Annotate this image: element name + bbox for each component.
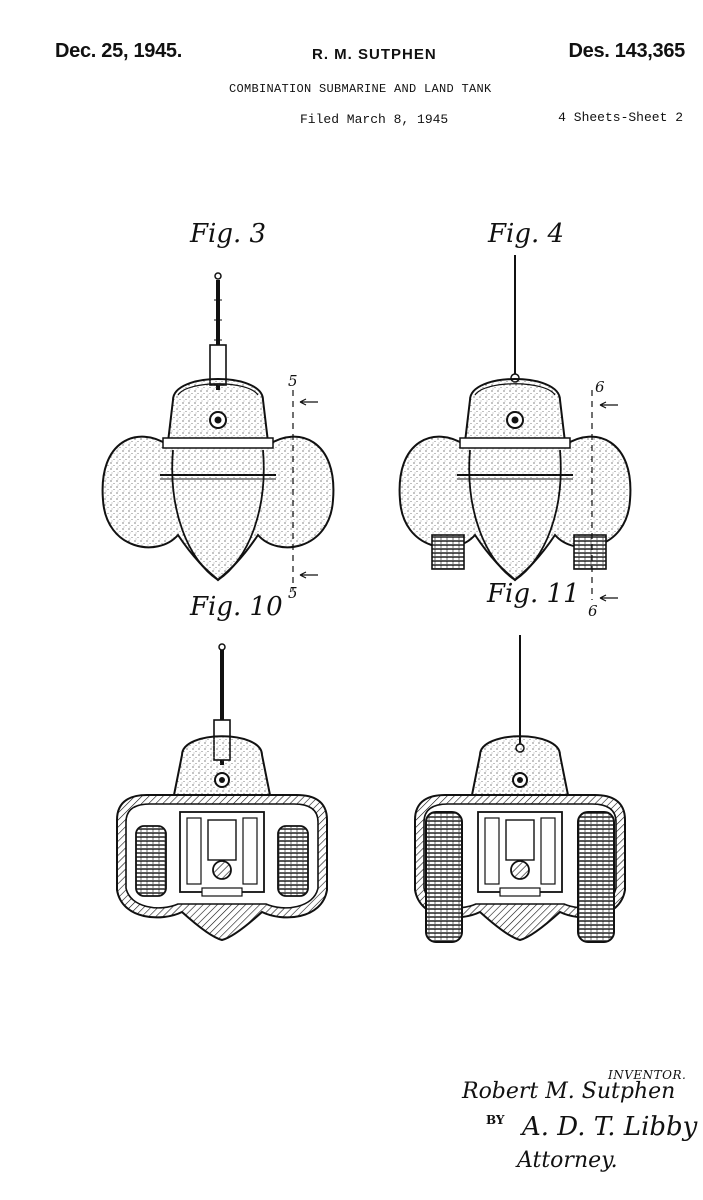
inventor-caption: INVENTOR. (608, 1068, 687, 1082)
filed-date: Filed March 8, 1945 (300, 112, 449, 127)
by-label: BY (486, 1113, 505, 1127)
patent-number: Des. 143,365 (568, 40, 686, 62)
patent-date: Dec. 25, 1945. (55, 40, 183, 62)
patent-title: COMBINATION SUBMARINE AND LAND TANK (229, 82, 492, 96)
fig-10-label: Fig. 10 (189, 592, 283, 622)
fig-3-section-top: 5 (288, 372, 298, 390)
fig-4-section-bottom: 6 (588, 602, 598, 620)
figure-4-drawing (398, 255, 632, 602)
inventor-signature: Robert M. Sutphen (462, 1079, 676, 1104)
attorney-signature: A. D. T. Libby (522, 1112, 698, 1142)
figure-11-drawing (414, 635, 626, 943)
figure-3-drawing (101, 272, 335, 590)
inventor-header: R. M. SUTPHEN (312, 46, 437, 63)
figure-10-drawing (116, 643, 328, 941)
fig-4-section-top: 6 (595, 378, 605, 396)
sheet-number: 4 Sheets-Sheet 2 (558, 110, 683, 125)
attorney-caption: Attorney. (517, 1148, 618, 1173)
fig-11-label: Fig. 11 (486, 579, 580, 609)
fig-3-section-bottom: 5 (288, 584, 298, 602)
fig-3-label: Fig. 3 (189, 219, 266, 249)
fig-4-label: Fig. 4 (487, 219, 564, 249)
